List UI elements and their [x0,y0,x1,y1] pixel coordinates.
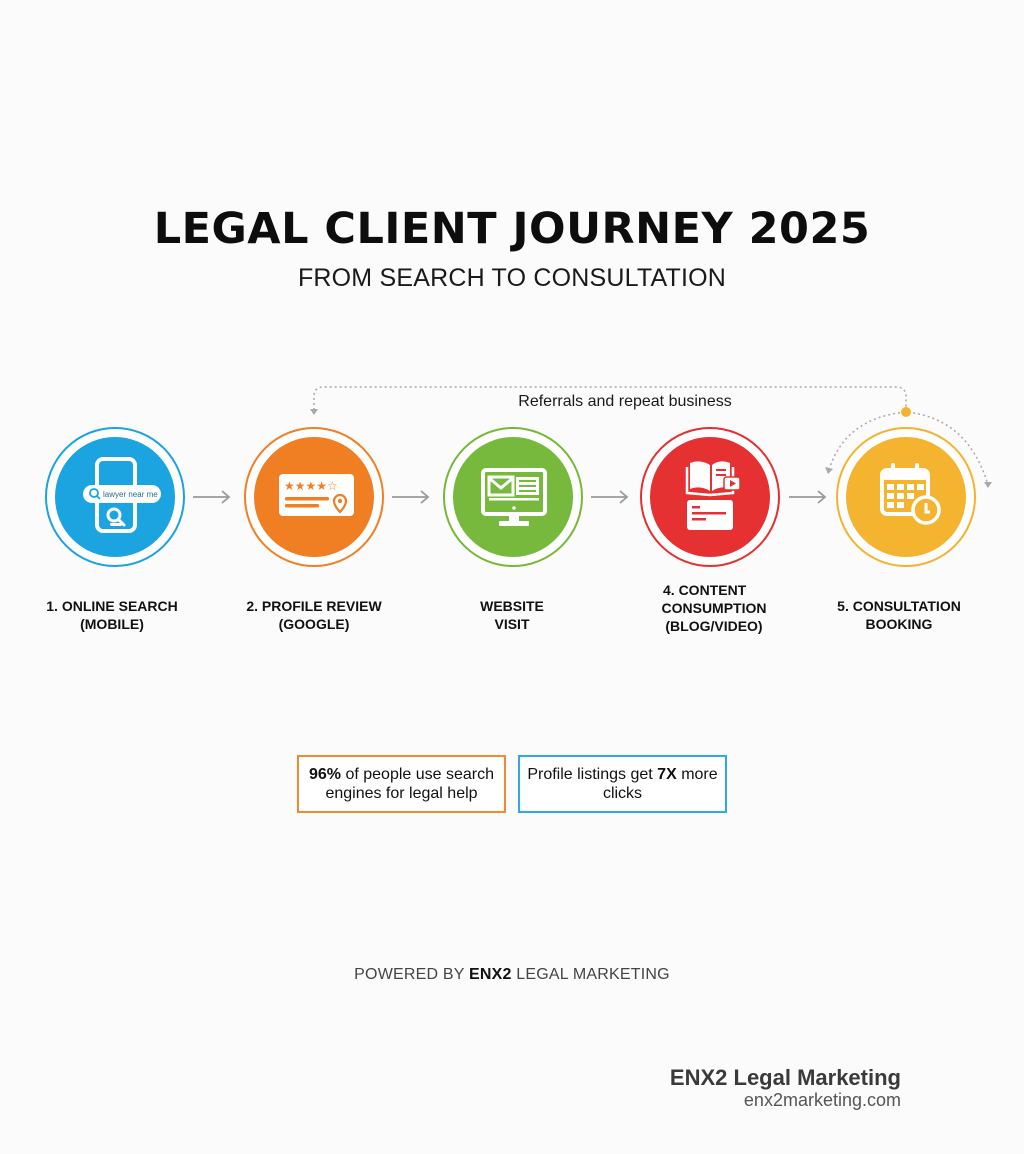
svg-text:lawyer near me: lawyer near me [103,490,158,499]
brand-name: ENX2 Legal Marketing [669,1065,901,1090]
arrow-right-icon [789,490,827,504]
book-video-icon [685,461,741,530]
step-label-content-consumption: 4. CONTENT CONSUMPTION (BLOG/VIDEO) [661,582,767,634]
step-consultation-booking [836,427,976,567]
step-online-search: lawyer near me [45,427,185,567]
step-label-website-visit: WEBSITE VISIT [480,598,544,632]
step-content-consumption [640,427,780,567]
stat-box-profile-clicks: Profile listings get 7X more clicks [518,755,727,813]
smartphone-search-icon: lawyer near me [83,457,161,533]
stat-box-search-usage: 96% of people use search engines for leg… [297,755,506,813]
stat-highlight: 96% [308,766,342,783]
arrow-right-icon [193,490,231,504]
page-title: LEGAL CLIENT JOURNEY 2025 [153,204,871,254]
star-rating-card-icon: ★★★★☆ [279,474,354,516]
arrow-right-icon [392,490,430,504]
desktop-monitor-icon [481,468,547,526]
step-profile-review: ★★★★☆ [244,427,384,567]
referral-label: Referrals and repeat business [518,393,732,410]
brand-url[interactable]: enx2marketing.com [743,1090,901,1110]
calendar-clock-icon [880,463,941,525]
step-label-consultation-booking: 5. CONSULTATION BOOKING [837,598,961,632]
step-label-profile-review: 2. PROFILE REVIEW (GOOGLE) [246,598,382,632]
page-subtitle: FROM SEARCH TO CONSULTATION [297,264,727,292]
arrow-right-icon [591,490,629,504]
step-label-online-search: 1. ONLINE SEARCH (MOBILE) [46,598,178,632]
step-website-visit [443,427,583,567]
stat-highlight: 7X [657,766,677,783]
powered-by-text: POWERED BY ENX2 LEGAL MARKETING [354,966,670,983]
svg-text:★★★★☆: ★★★★☆ [284,479,338,493]
